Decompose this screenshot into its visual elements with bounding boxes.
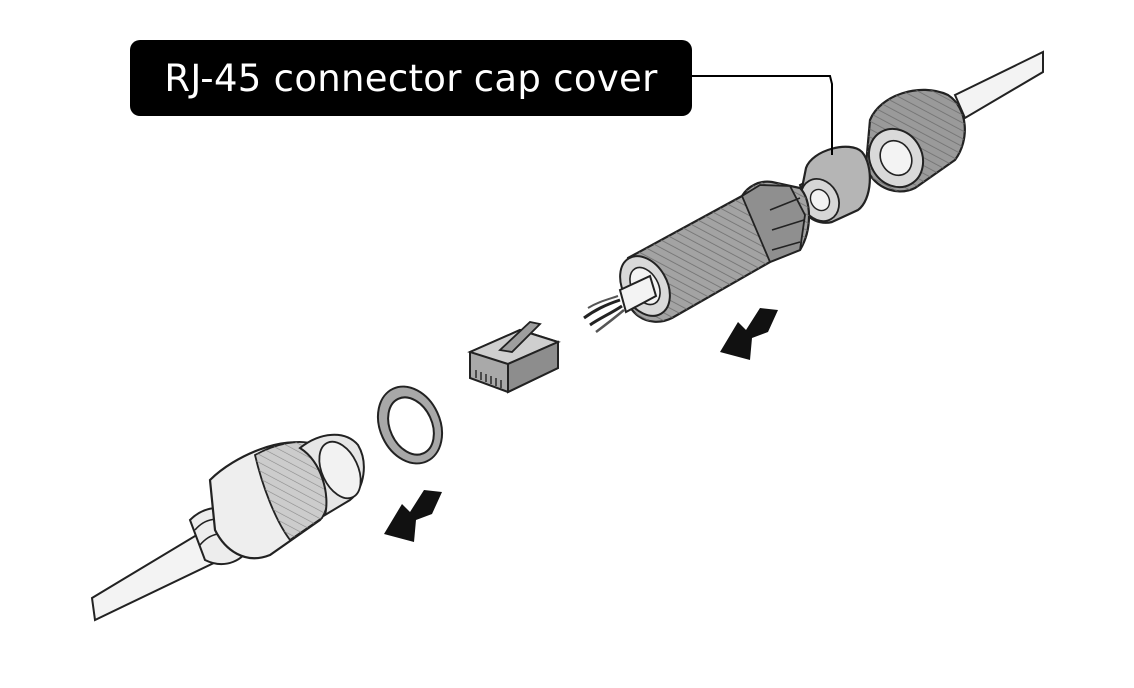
- cable-nut: [864, 88, 966, 193]
- o-ring: [376, 385, 444, 465]
- rj45-connector-cap-cover: [798, 145, 871, 224]
- connector-sleeve: [618, 180, 810, 323]
- camera-connector: [90, 433, 365, 622]
- arrow-left-down-icon: [384, 490, 442, 542]
- stripped-wires: [583, 295, 625, 333]
- callout-leader-line: [692, 75, 833, 155]
- rj45-plug: [467, 321, 561, 394]
- arrow-left-down-icon: [720, 308, 778, 360]
- callout-label: RJ-45 connector cap cover: [130, 40, 692, 116]
